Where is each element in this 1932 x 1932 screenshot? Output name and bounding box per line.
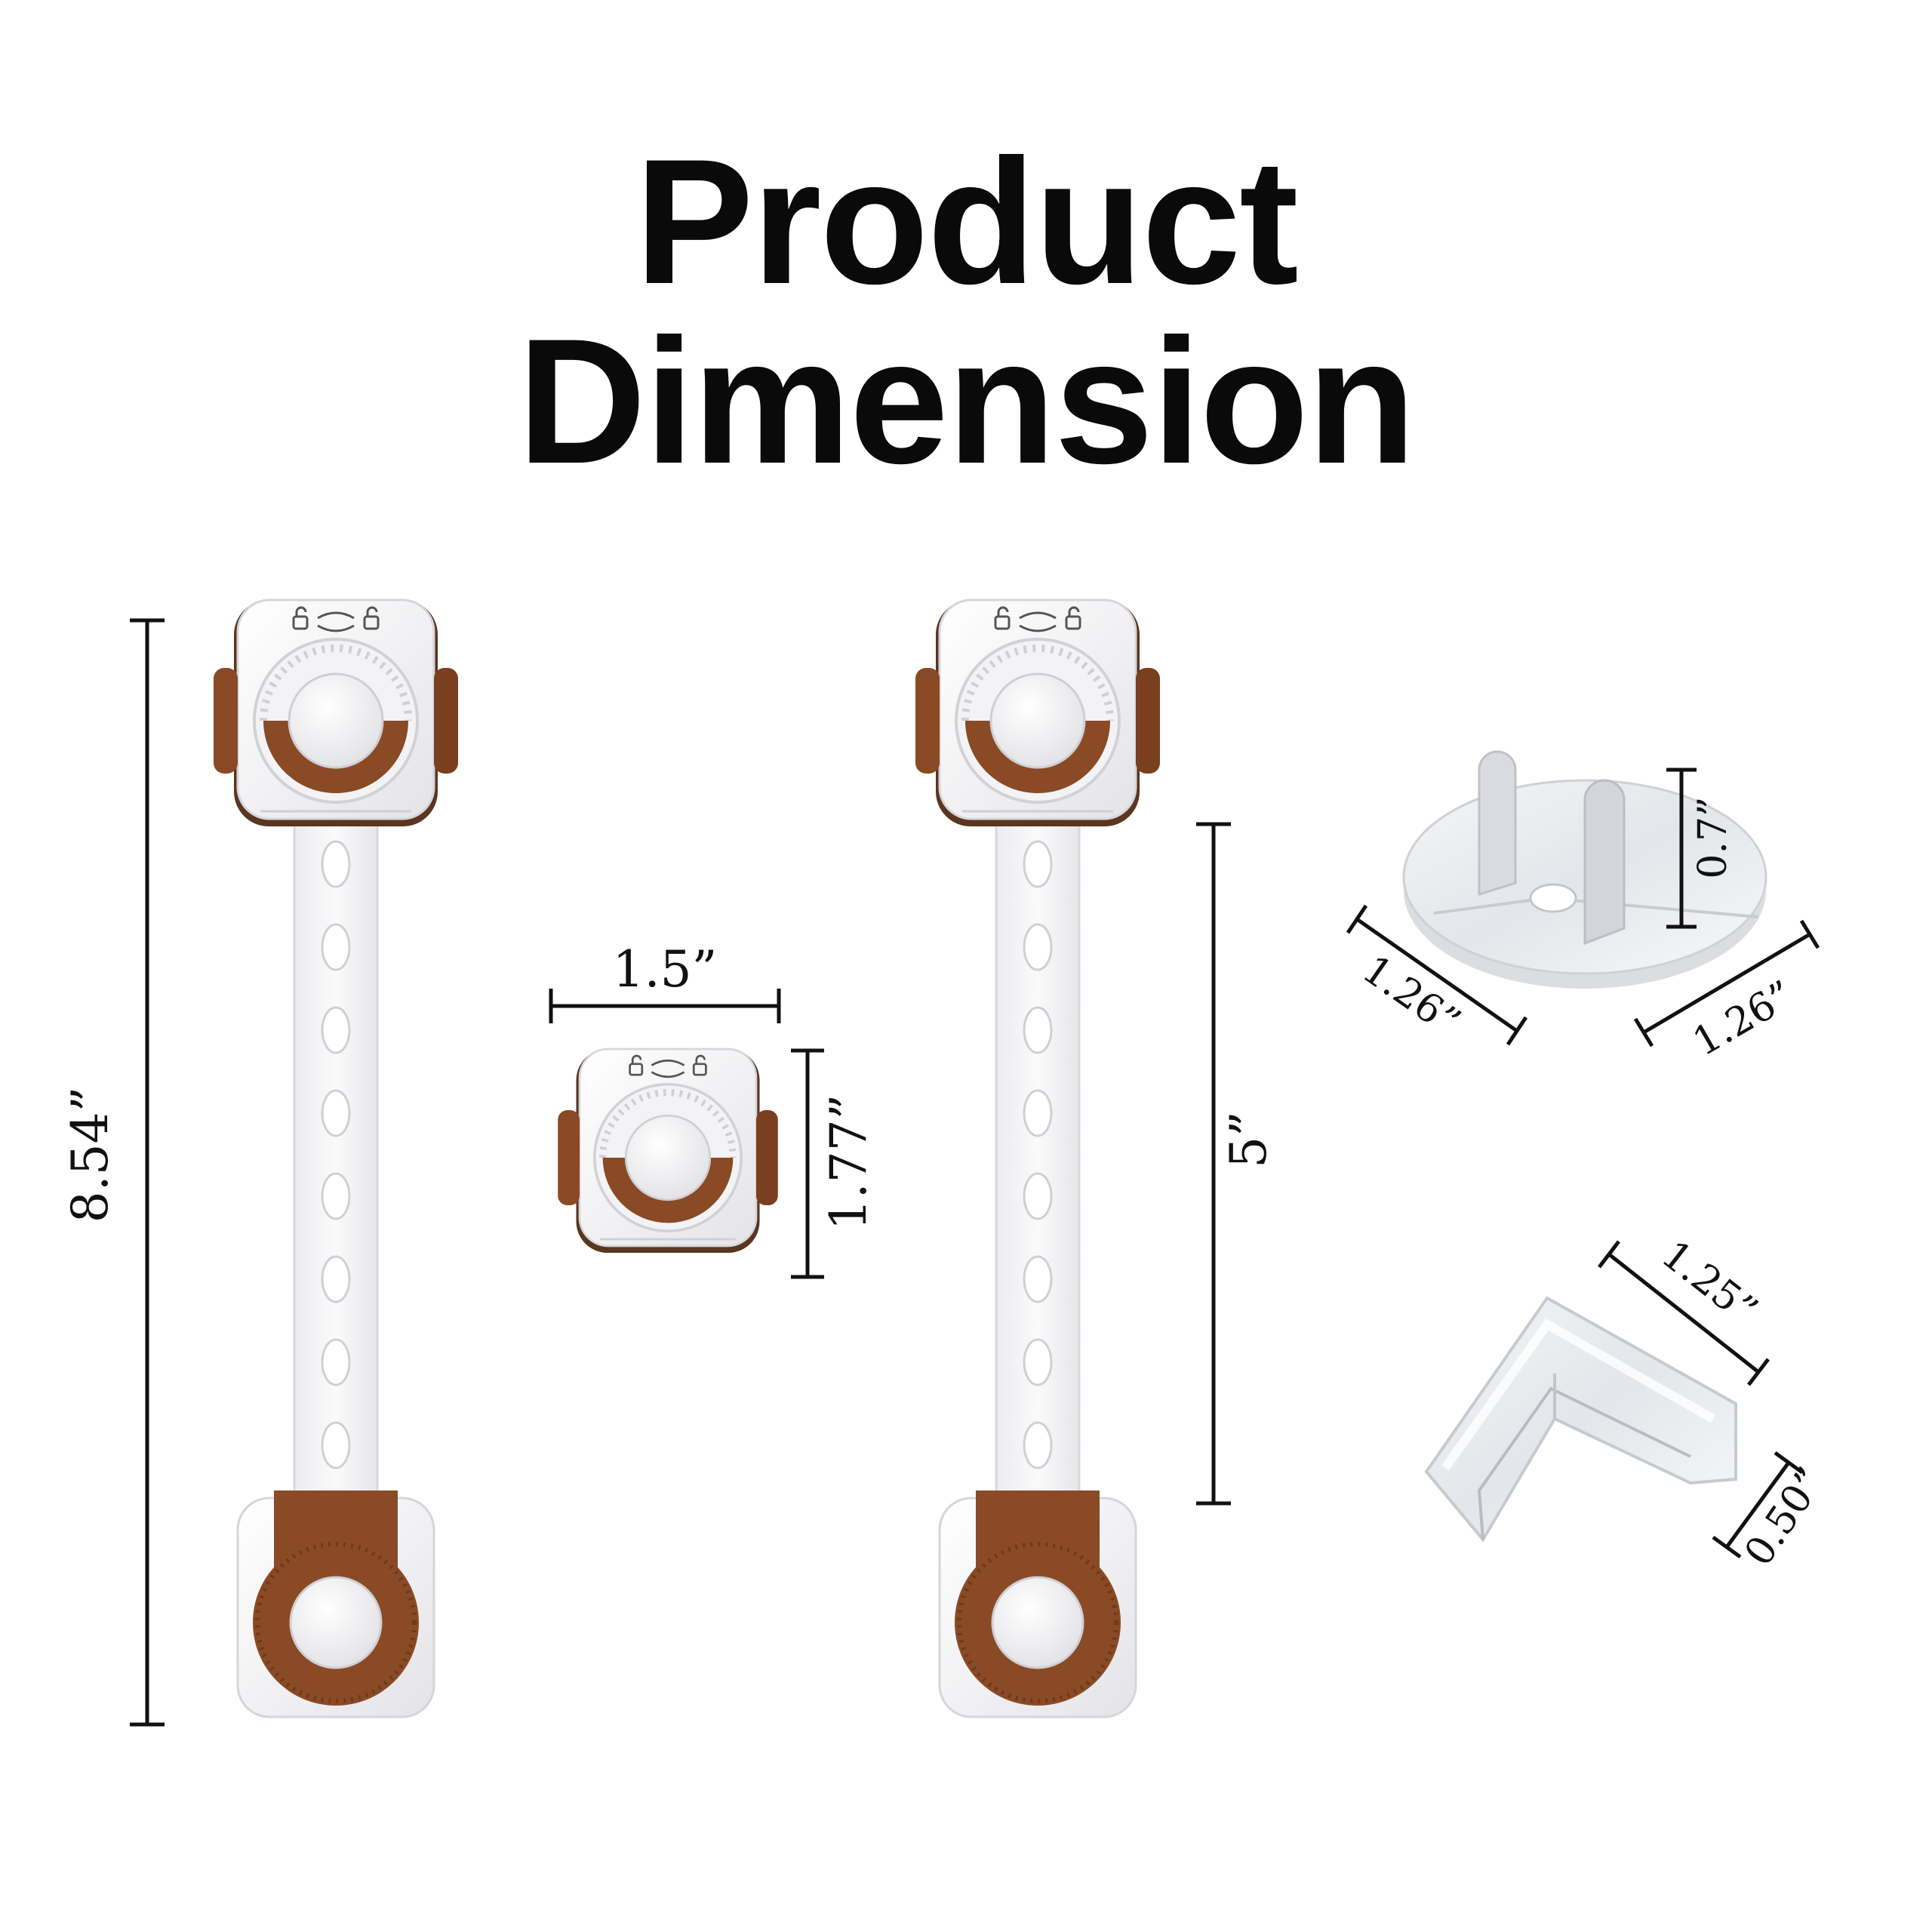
corner-guard	[1424, 1296, 1737, 1543]
dimension-lines	[130, 618, 1820, 1727]
title-line-1: Product	[635, 122, 1299, 321]
lock-head-detail	[558, 1049, 778, 1253]
label-lock-long-length: 8.54”	[61, 1086, 119, 1223]
label-lock-head-width: 1.5”	[612, 940, 718, 998]
label-lock-head-height: 1.77”	[820, 1094, 878, 1231]
short-strap-lock	[915, 600, 1160, 1717]
long-strap-lock	[214, 600, 458, 1717]
label-lock-short-length: 5”	[1220, 1111, 1278, 1168]
page-title: Product Dimension	[0, 132, 1932, 491]
label-outlet-prong-height: 0.7”	[1690, 796, 1736, 879]
title-line-2: Dimension	[517, 302, 1416, 501]
